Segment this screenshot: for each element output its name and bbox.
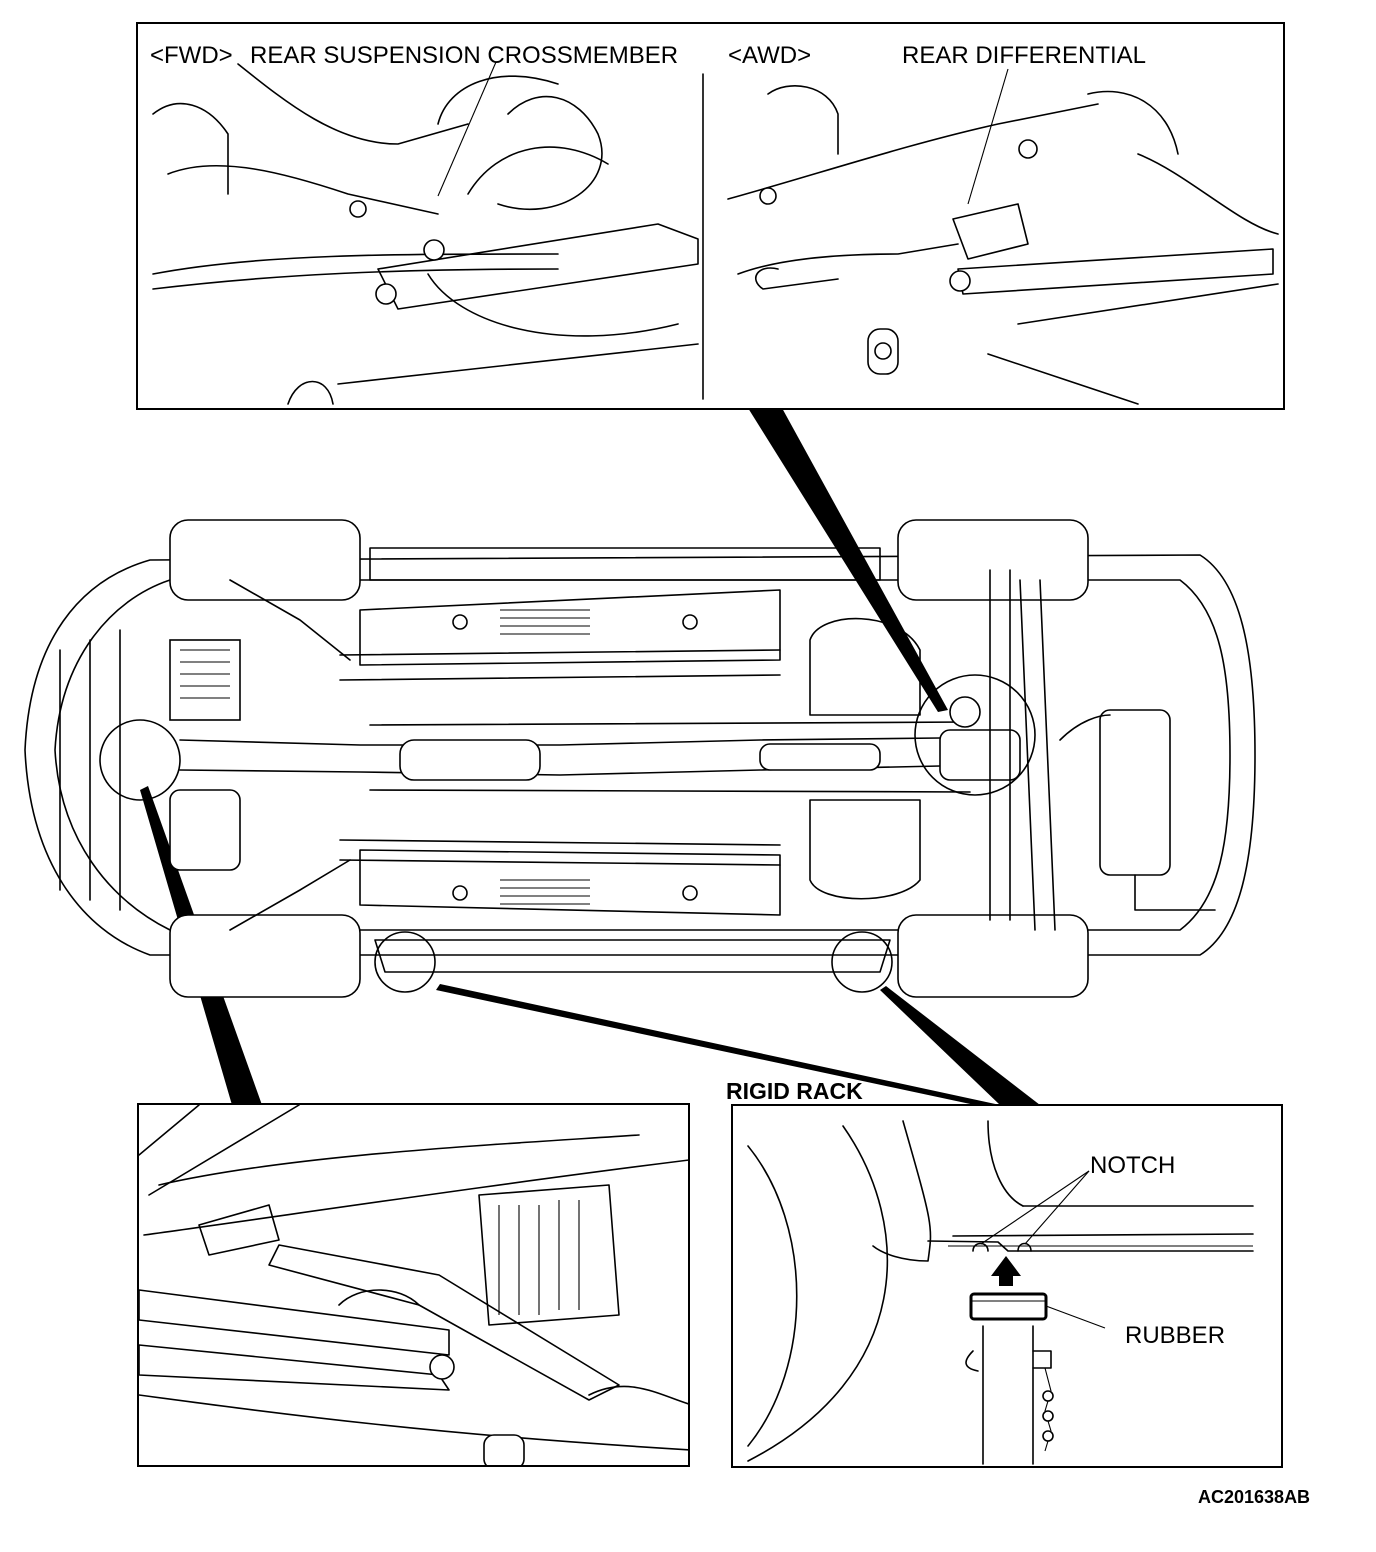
leader-wedge-rigid-rack-1 — [436, 984, 1000, 1105]
awd-tag-label: <AWD> — [728, 42, 812, 69]
lift-arrow — [991, 1256, 1021, 1286]
fwd-part-label: REAR SUSPENSION CROSSMEMBER — [250, 42, 679, 69]
notch-2 — [1017, 1242, 1032, 1252]
notch-leader-1 — [980, 1170, 1090, 1245]
front-jack-detail-drawing — [139, 1105, 688, 1465]
rigid-rack-title: RIGID RACK — [726, 1078, 863, 1104]
notch-label: NOTCH — [1090, 1152, 1176, 1179]
front-jack-detail-panel — [137, 1103, 690, 1467]
awd-differential-sketch — [727, 68, 1279, 405]
leader-wedge-bottom-left — [140, 786, 262, 1105]
leader-wedge-top — [748, 408, 948, 712]
top-detail-panel: <FWD> REAR SUSPENSION CROSSMEMBER <AWD> … — [136, 22, 1285, 410]
awd-part-label: REAR DIFFERENTIAL — [902, 42, 1147, 69]
rigid-rack-detail-panel: NOTCH RUBBER — [731, 1104, 1283, 1468]
notch-leader-2 — [1024, 1170, 1090, 1245]
rack-stand — [977, 1318, 1039, 1465]
leader-wedge-rigid-rack-2 — [880, 986, 1040, 1105]
rubber-pad — [969, 1292, 1048, 1321]
notch-1 — [972, 1242, 989, 1252]
rubber-leader — [1045, 1305, 1106, 1329]
top-detail-drawing — [152, 61, 1279, 405]
rigid-rack-detail-drawing — [747, 1120, 1254, 1465]
rubber-label: RUBBER — [1125, 1322, 1226, 1349]
fwd-crossmember-sketch — [152, 61, 699, 405]
figure-id: AC201638AB — [1198, 1487, 1311, 1507]
fwd-tag-label: <FWD> — [150, 42, 233, 69]
